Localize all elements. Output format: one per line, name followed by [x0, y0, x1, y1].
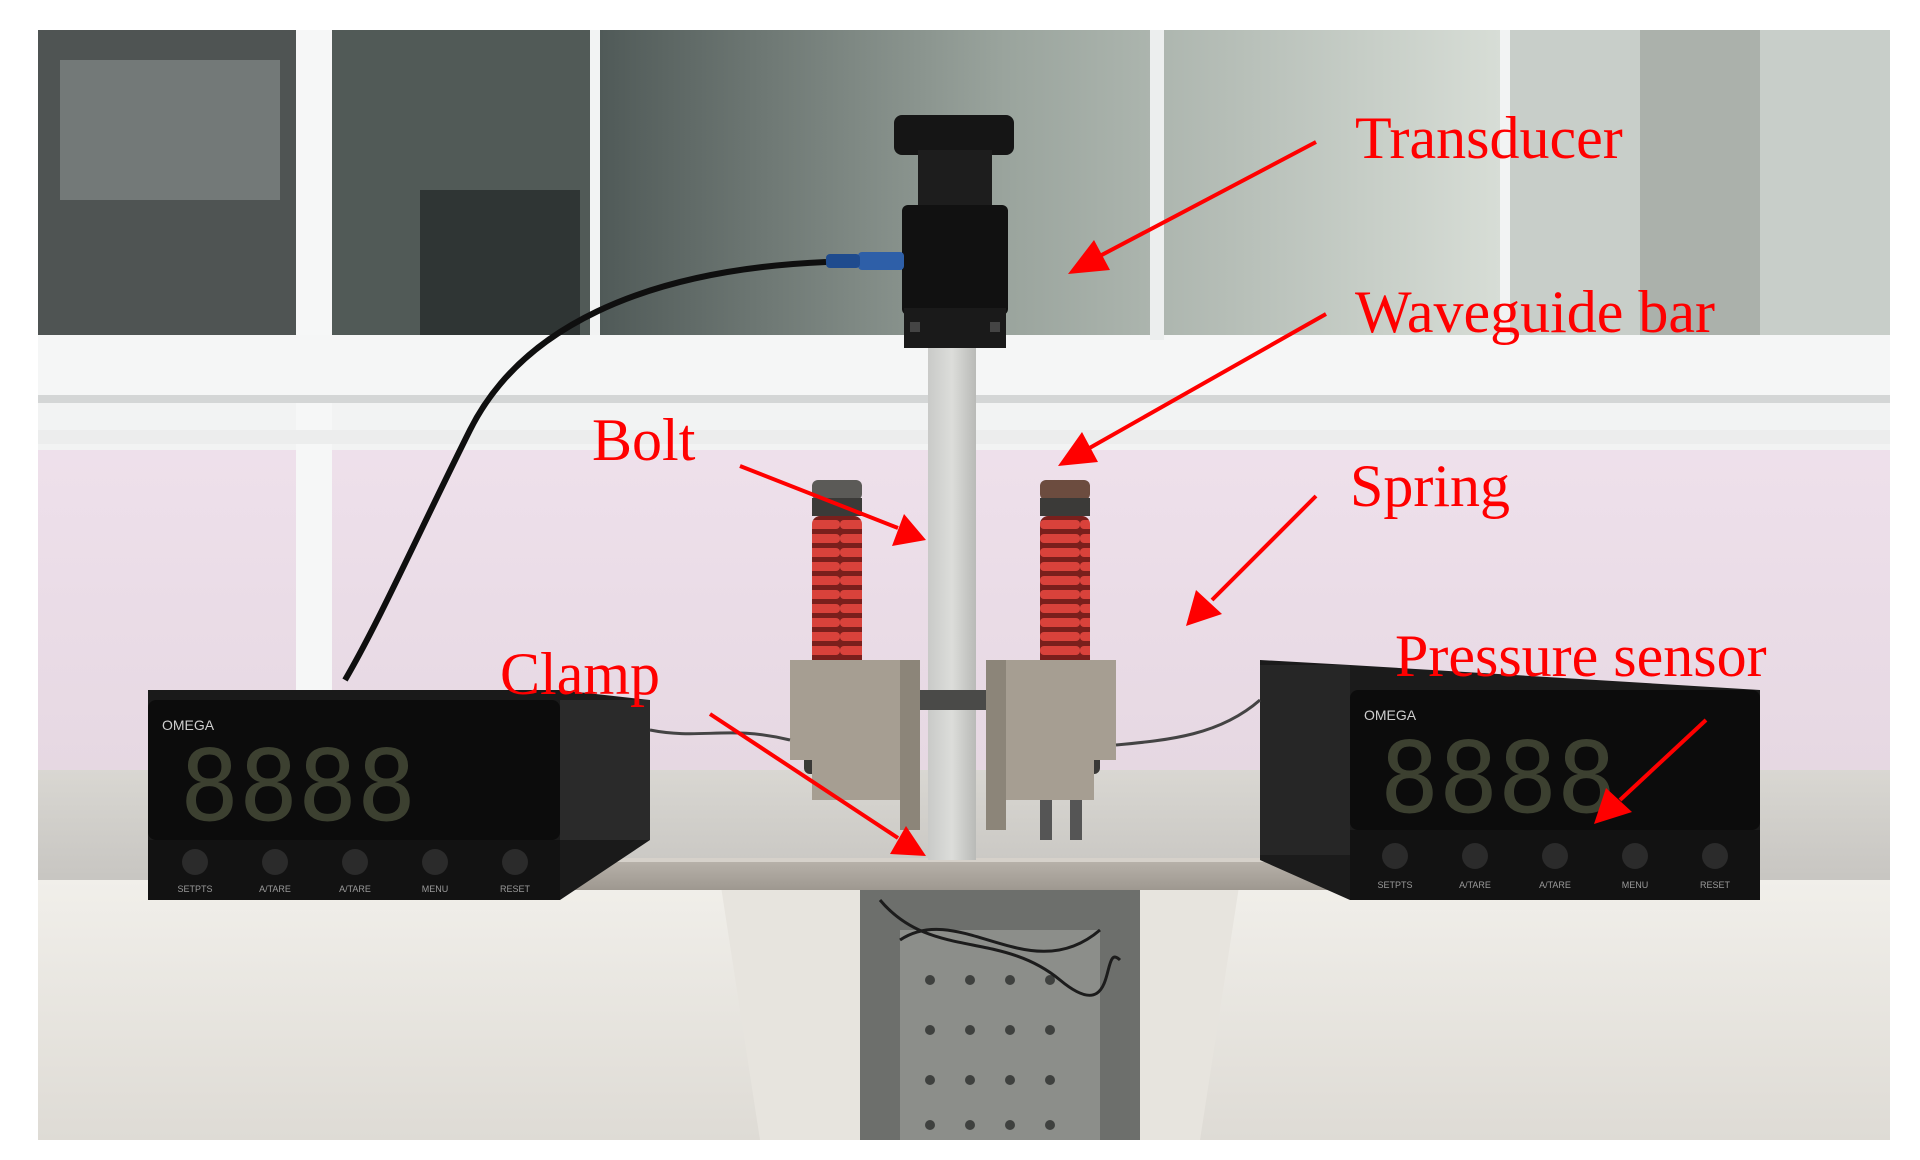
- right-meter-button-2: A/TARE: [1459, 880, 1491, 890]
- pressure-sensor-arrow: [1618, 718, 1708, 802]
- spring-arrow: [1210, 494, 1318, 602]
- cable: [342, 259, 827, 682]
- window-pane-left: [38, 30, 298, 340]
- left-meter-button-3: A/TARE: [339, 884, 371, 894]
- window-pane-center: [600, 30, 1500, 340]
- left-panel-meter: OMEGA 8888 SETPTS A/TARE A/TARE MENU RES…: [148, 690, 650, 900]
- right-meter-button-3: A/TARE: [1539, 880, 1571, 890]
- clamp-arrow: [708, 712, 900, 840]
- transducer-arrow: [1095, 140, 1317, 260]
- label-pressure-sensor: Pressure sensor: [1395, 623, 1767, 689]
- cable-connector: [858, 252, 904, 270]
- labels: Transducer Waveguide bar Bolt Spring Cla…: [500, 105, 1767, 707]
- label-spring: Spring: [1350, 453, 1510, 519]
- label-clamp: Clamp: [500, 641, 660, 707]
- waveguide-bar-arrow: [1085, 312, 1327, 452]
- label-bolt: Bolt: [592, 407, 696, 473]
- right-meter-display: 8888: [1380, 722, 1616, 836]
- cardboard-box-right: [1140, 880, 1890, 1140]
- label-waveguide-bar: Waveguide bar: [1355, 279, 1715, 345]
- label-transducer: Transducer: [1355, 105, 1623, 171]
- left-meter-button-5: RESET: [500, 884, 531, 894]
- annotations: [708, 140, 1708, 856]
- clamp: [790, 660, 1116, 840]
- sensor-wire-left: [649, 728, 791, 742]
- right-meter-button-1: SETPTS: [1377, 880, 1412, 890]
- bolt-arrow: [739, 464, 899, 530]
- right-panel-meter: OMEGA 8888 SETPTS A/TARE A/TARE MENU RES…: [1260, 660, 1760, 900]
- waveguide-bar: [928, 340, 976, 860]
- left-meter-button-4: MENU: [422, 884, 449, 894]
- right-meter-button-4: MENU: [1622, 880, 1649, 890]
- left-meter-button-2: A/TARE: [259, 884, 291, 894]
- right-meter-brand: OMEGA: [1364, 707, 1417, 723]
- right-bolt-head: [1040, 480, 1090, 500]
- transducer: [826, 115, 1014, 348]
- sensor-wire-right: [1115, 698, 1261, 747]
- left-bolt-head: [812, 480, 862, 500]
- left-meter-display: 8888: [180, 730, 416, 844]
- left-meter-brand: OMEGA: [162, 717, 215, 733]
- left-meter-button-1: SETPTS: [177, 884, 212, 894]
- right-meter-button-5: RESET: [1700, 880, 1731, 890]
- base-plate: [540, 860, 1360, 890]
